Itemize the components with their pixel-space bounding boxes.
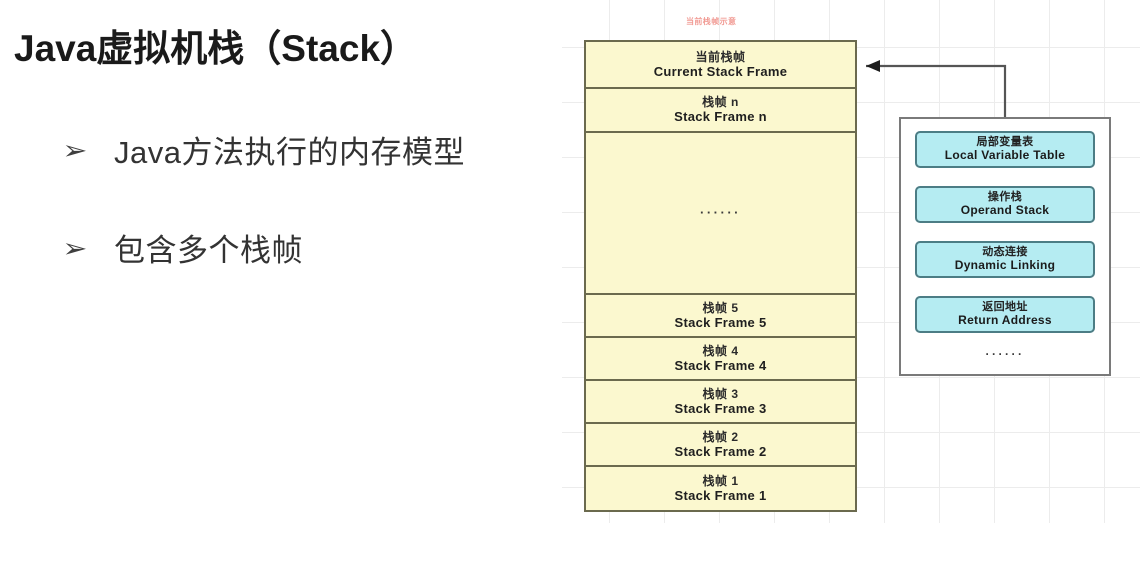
ellipsis-label: ······: [700, 205, 741, 221]
detail-operand-stack: 操作栈 Operand Stack: [915, 186, 1095, 223]
detail-label-cn: 动态连接: [982, 246, 1028, 259]
stack-frame-n: 栈帧 n Stack Frame n: [586, 89, 855, 133]
stack-frame-label-en: Stack Frame 1: [674, 487, 767, 503]
stack-frame-2: 栈帧 2 Stack Frame 2: [586, 424, 855, 467]
stack-frame-label-cn: 栈帧 n: [702, 95, 739, 110]
detail-label-cn: 返回地址: [982, 301, 1028, 314]
stack-frame-5: 栈帧 5 Stack Frame 5: [586, 295, 855, 338]
stack-frame-label-en: Stack Frame 4: [674, 357, 767, 373]
stack-frame-label-en: Stack Frame 5: [674, 314, 767, 330]
detail-label-en: Operand Stack: [960, 202, 1050, 217]
detail-label-cn: 局部变量表: [976, 136, 1034, 149]
detail-label-en: Local Variable Table: [944, 147, 1066, 162]
arrow-bullet-icon: ➢: [62, 134, 88, 165]
stack-frame-detail-panel: 局部变量表 Local Variable Table 操作栈 Operand S…: [899, 117, 1111, 376]
stack-frame-label-cn: 栈帧 4: [702, 343, 739, 358]
watermark-text: 当前栈帧示意: [686, 17, 737, 26]
stack-frame-label-en: Stack Frame n: [674, 109, 767, 125]
bullet-item: ➢ 包含多个栈帧: [62, 225, 303, 270]
stack-frame-label-cn: 当前栈帧: [695, 49, 746, 64]
detail-return-address: 返回地址 Return Address: [915, 296, 1095, 333]
detail-local-variable-table: 局部变量表 Local Variable Table: [915, 131, 1095, 168]
stack-frame-label-cn: 栈帧 1: [702, 473, 739, 488]
detail-dynamic-linking: 动态连接 Dynamic Linking: [915, 241, 1095, 278]
stack-frame-gap: ······: [586, 133, 855, 295]
page-title: Java虚拟机栈（Stack）: [14, 28, 418, 69]
detail-label-en: Return Address: [958, 312, 1052, 327]
stack-frame-label-cn: 栈帧 3: [702, 386, 739, 401]
stack-frame-label-en: Stack Frame 2: [674, 443, 767, 459]
stack-frame-label-en: Stack Frame 3: [674, 400, 767, 416]
bullet-label: 包含多个栈帧: [114, 233, 303, 268]
bullet-item: ➢ Java方法执行的内存模型: [62, 127, 465, 172]
arrow-bullet-icon: ➢: [62, 232, 88, 263]
stack-frame-label-cn: 栈帧 5: [702, 300, 739, 315]
stack-frame-label-en: Current Stack Frame: [653, 63, 788, 79]
stack-frame-1: 栈帧 1 Stack Frame 1: [586, 467, 855, 510]
stack-frame-label-cn: 栈帧 2: [702, 429, 739, 444]
stack-frame-current: 当前栈帧 Current Stack Frame: [586, 42, 855, 89]
stack-frame-4: 栈帧 4 Stack Frame 4: [586, 338, 855, 381]
bullet-label: Java方法执行的内存模型: [114, 135, 465, 170]
jvm-stack-column: 当前栈帧 Current Stack Frame 栈帧 n Stack Fram…: [584, 40, 857, 512]
ellipsis-label: ······: [985, 347, 1025, 361]
detail-label-en: Dynamic Linking: [954, 257, 1056, 272]
stack-frame-3: 栈帧 3 Stack Frame 3: [586, 381, 855, 424]
detail-label-cn: 操作栈: [987, 191, 1023, 204]
